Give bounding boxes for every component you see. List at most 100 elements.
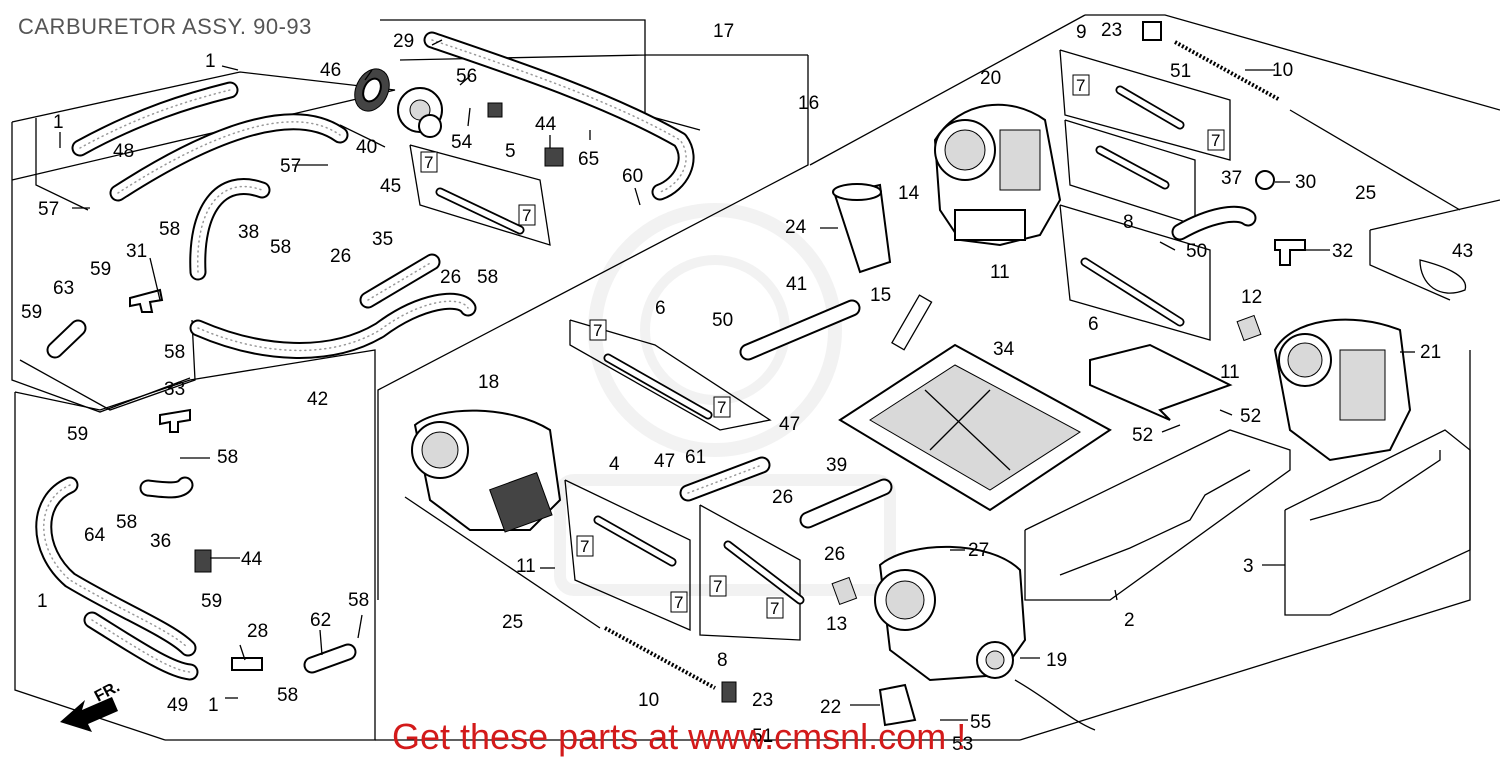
callout: 50 [1186, 241, 1207, 262]
callout: 46 [320, 60, 341, 81]
callout: 1 [53, 112, 64, 133]
callout: 2 [1124, 610, 1135, 631]
ref-tag: 7 [1207, 129, 1225, 151]
callout: 28 [247, 621, 268, 642]
callout: 38 [238, 222, 259, 243]
callout: 18 [478, 372, 499, 393]
callout: 65 [578, 149, 599, 170]
callout: 8 [717, 650, 728, 671]
callout: 25 [1355, 183, 1376, 204]
callout: 16 [798, 93, 819, 114]
ref-tag: 7 [589, 319, 607, 341]
carburetor-20 [933, 103, 1062, 247]
callout: 58 [164, 342, 185, 363]
callout: 26 [440, 267, 461, 288]
callout: 44 [241, 549, 263, 570]
rods [404, 85, 1461, 629]
svg-text:7: 7 [713, 577, 722, 596]
callout: 24 [785, 217, 807, 238]
footer-promo-text: Get these parts at www.cmsnl.com ! [392, 716, 967, 757]
callout: 36 [150, 531, 171, 552]
callout: 58 [277, 685, 298, 706]
callout: 59 [201, 591, 222, 612]
ref-tag: 7 [766, 597, 784, 619]
callout: 51 [752, 726, 773, 747]
callout: 58 [348, 590, 369, 611]
springs [604, 40, 1281, 690]
callout: 42 [307, 389, 328, 410]
callout: 57 [280, 156, 301, 177]
callout: 61 [685, 447, 706, 468]
ref-tag: 7 [709, 575, 727, 597]
group-boxes [11, 14, 1500, 741]
ref-tag: 7 [576, 535, 594, 557]
callout: 26 [824, 544, 845, 565]
callout: 32 [1332, 241, 1353, 262]
callout: 59 [67, 424, 88, 445]
callout: 25 [502, 612, 523, 633]
callout: 10 [638, 690, 659, 711]
callout: 50 [712, 310, 733, 331]
diagram-title: CARBURETOR ASSY. 90-93 [18, 14, 312, 39]
callout: 33 [164, 379, 185, 400]
callout: 57 [38, 199, 59, 220]
carburetor-18 [411, 409, 562, 533]
ref-tags: 7 7 7 7 7 7 7 7 7 7 [420, 74, 1225, 619]
svg-text:7: 7 [424, 153, 433, 172]
svg-text:7: 7 [522, 206, 531, 225]
svg-text:7: 7 [580, 537, 589, 556]
callout: 23 [1101, 20, 1122, 41]
callout-labels: 17 16 9 23 51 10 29 1 46 56 20 48 1 40 4… [21, 20, 1473, 755]
callout: 19 [1046, 650, 1067, 671]
carburetor-19 [874, 545, 1096, 731]
ref-tag: 7 [518, 204, 536, 226]
callout: 1 [205, 51, 216, 72]
callout: 14 [898, 183, 920, 204]
hoses [35, 31, 1257, 681]
callout: 17 [713, 21, 734, 42]
ref-tag: 7 [713, 396, 731, 418]
callout: 9 [1076, 22, 1087, 43]
callout: 29 [393, 31, 414, 52]
callout: 58 [159, 219, 180, 240]
callout: 1 [37, 591, 48, 612]
callout: 22 [820, 697, 841, 718]
callout: 4 [609, 454, 620, 475]
callout: 20 [980, 68, 1001, 89]
callout: 26 [330, 246, 351, 267]
callout: 58 [116, 512, 137, 533]
callout: 59 [90, 259, 111, 280]
callout: 51 [1170, 61, 1191, 82]
callout: 62 [310, 610, 331, 631]
callout: 47 [779, 414, 800, 435]
callout: 5 [505, 141, 516, 162]
callout: 53 [952, 734, 973, 755]
callout: 27 [968, 540, 989, 561]
joint-46 [354, 68, 390, 112]
callout: 58 [477, 267, 498, 288]
svg-text:FR.: FR. [92, 678, 123, 705]
callout: 39 [826, 455, 847, 476]
svg-text:7: 7 [770, 599, 779, 618]
callout: 6 [1088, 314, 1099, 335]
callout: 10 [1272, 60, 1293, 81]
callout: 64 [84, 525, 106, 546]
callout: 43 [1452, 241, 1473, 262]
callout: 41 [786, 274, 807, 295]
callout: 31 [126, 241, 147, 262]
callout: 11 [516, 556, 536, 577]
callout: 59 [21, 302, 42, 323]
callout: 58 [270, 237, 291, 258]
valve-45 [397, 87, 443, 138]
callout: 11 [990, 262, 1010, 283]
callout: 44 [535, 114, 557, 135]
front-arrow-icon: FR. [60, 678, 123, 732]
callout: 60 [622, 166, 643, 187]
callout: 45 [380, 176, 401, 197]
callout: 34 [993, 339, 1015, 360]
callout: 49 [167, 695, 188, 716]
leader-lines [59, 39, 1415, 721]
callout: 52 [1132, 425, 1153, 446]
ref-tag: 7 [670, 591, 688, 613]
